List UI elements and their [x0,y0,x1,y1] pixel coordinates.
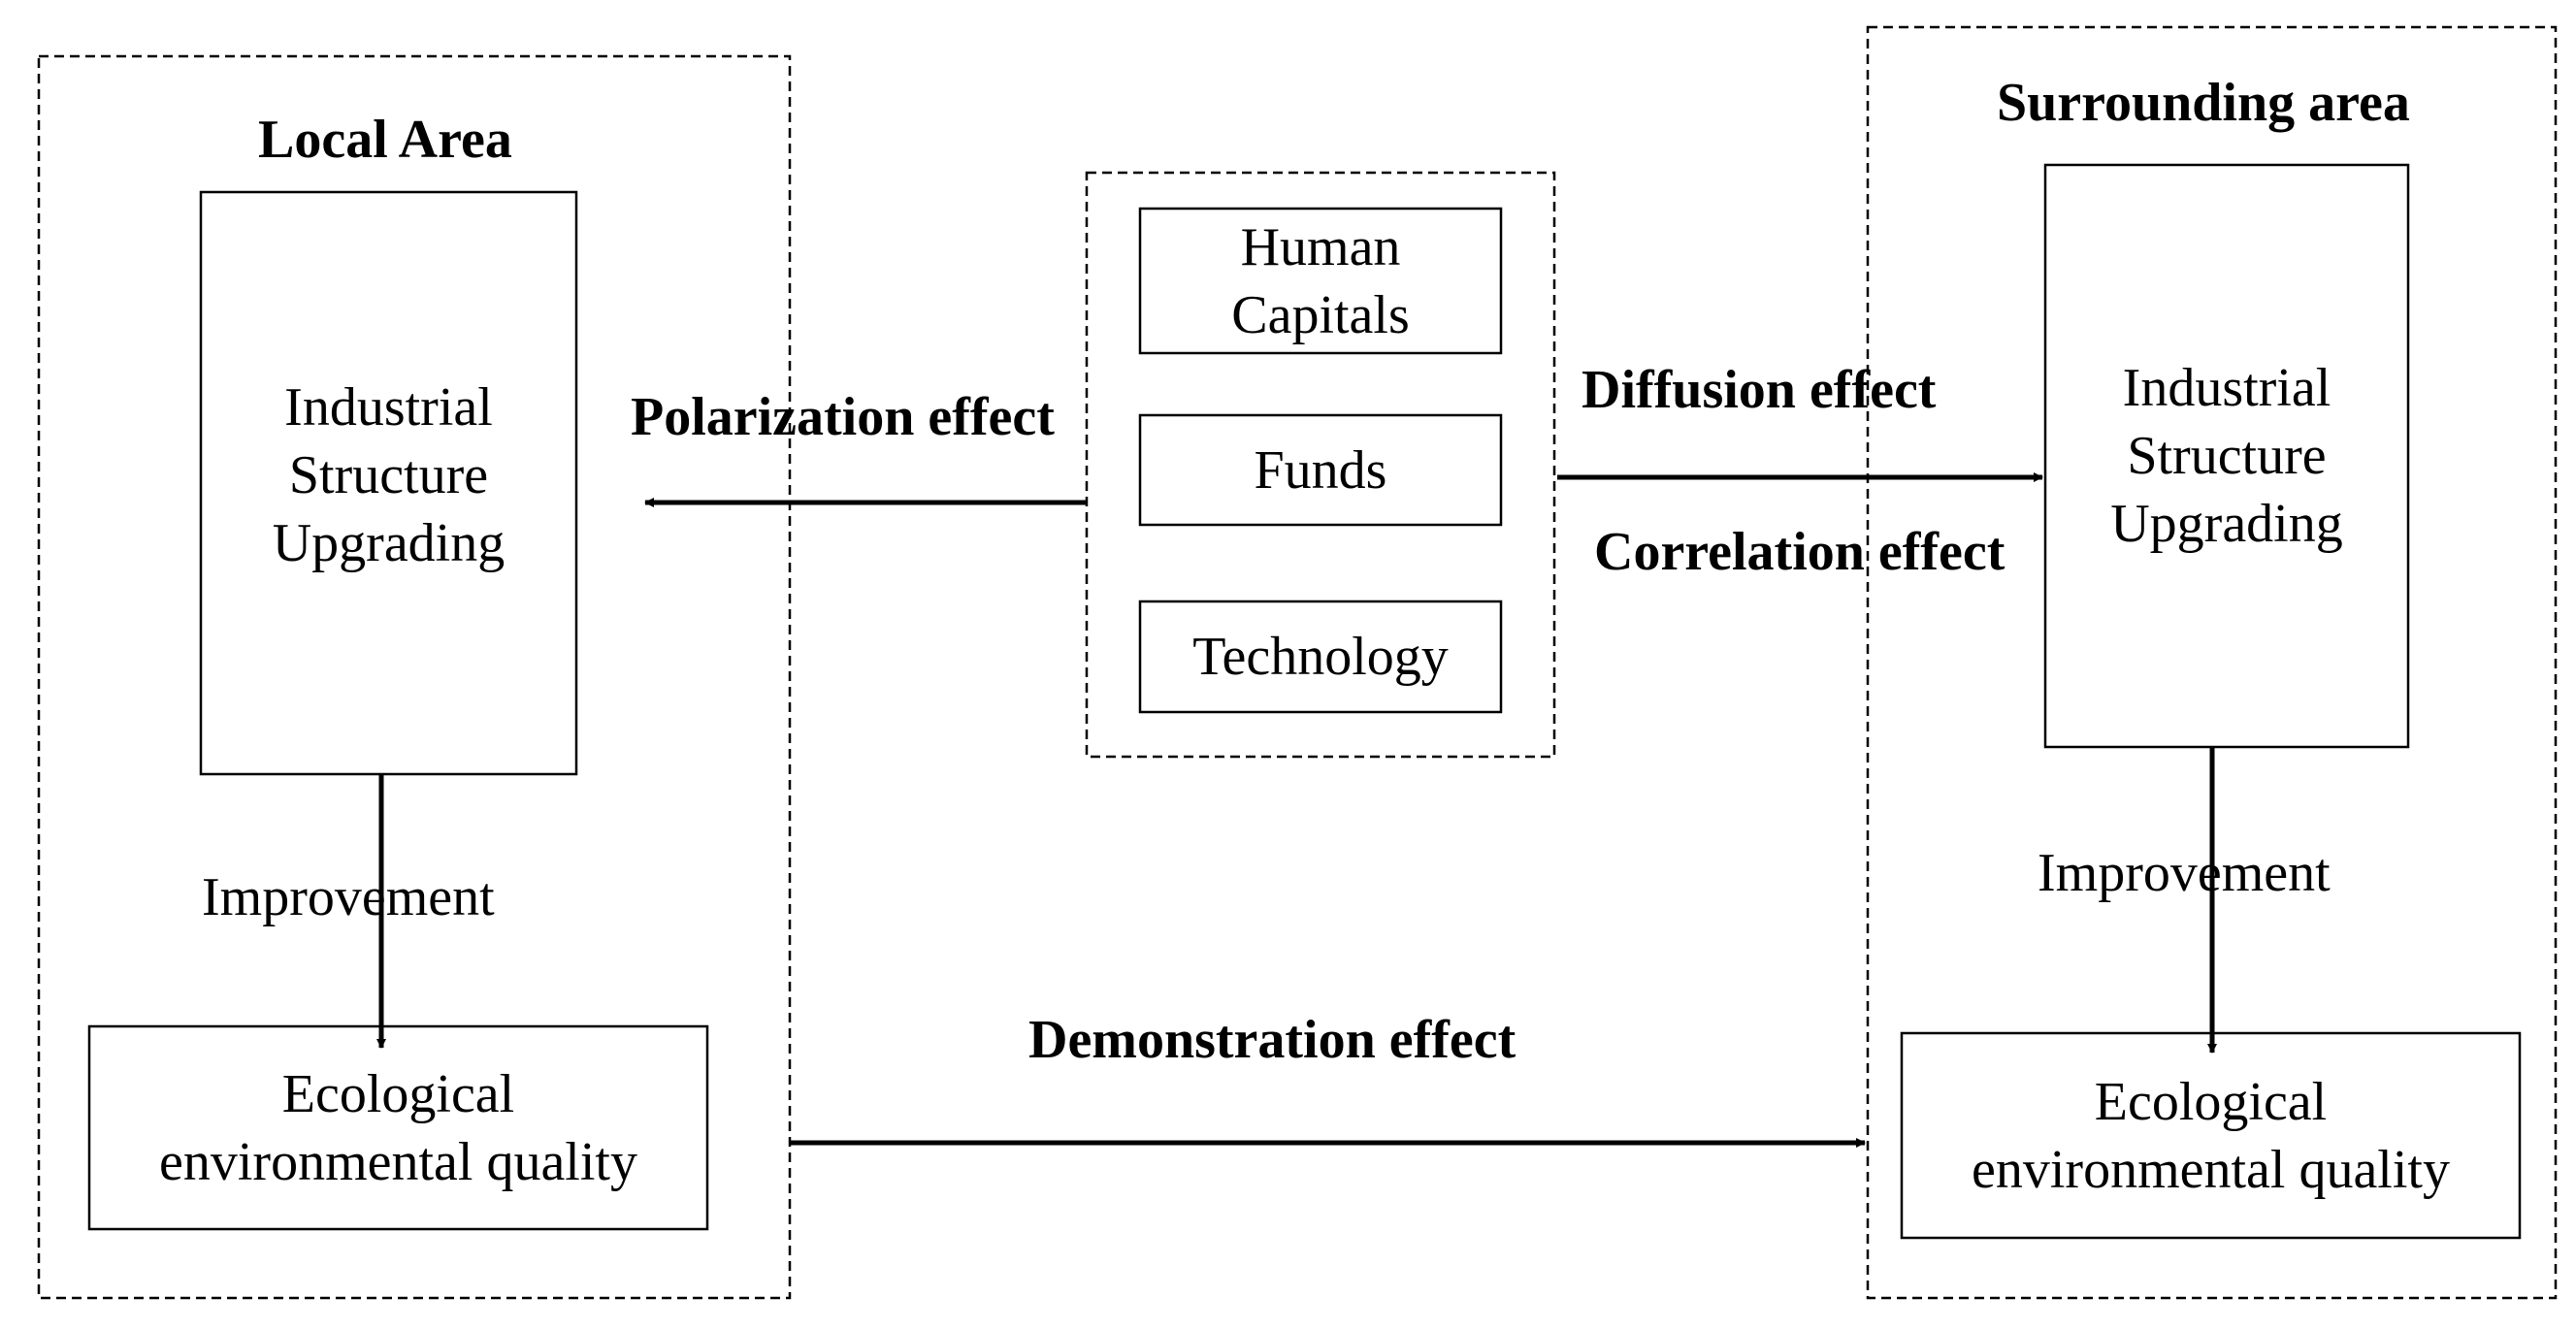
correlation-effect-label: Correlation effect [1594,522,2005,582]
surrounding-structure-label: Industrial Structure Upgrading [2110,358,2343,554]
demonstration-effect-label: Demonstration effect [1028,1010,1516,1070]
surrounding-area-title: Surrounding area [1997,73,2410,133]
factor-label-human-capitals: Human Capitals [1231,216,1410,345]
factor-box-human-capitals [1138,207,1503,355]
polarization-effect-label: Polarization effect [631,387,1055,447]
factor-label-technology: Technology [1192,627,1449,687]
local-area-title: Local Area [258,110,512,170]
local-structure-box [199,190,578,776]
surrounding-area-region [1866,25,2558,1300]
surrounding-improvement-label: Improvement [2038,843,2331,903]
factors-region [1085,171,1556,759]
surrounding-structure-box [2043,163,2410,749]
local-eco-box [87,1024,709,1231]
local-eco-label: Ecological environmental quality [159,1063,637,1192]
factor-label-funds: Funds [1254,439,1387,501]
factor-box-funds [1138,413,1503,527]
diffusion-effect-label: Diffusion effect [1581,360,1937,420]
local-improvement-label: Improvement [202,867,495,927]
factor-box-technology [1138,600,1503,714]
surrounding-eco-label: Ecological environmental quality [1972,1071,2450,1200]
local-structure-label: Industrial Structure Upgrading [272,377,505,573]
local-area-region [37,54,792,1300]
